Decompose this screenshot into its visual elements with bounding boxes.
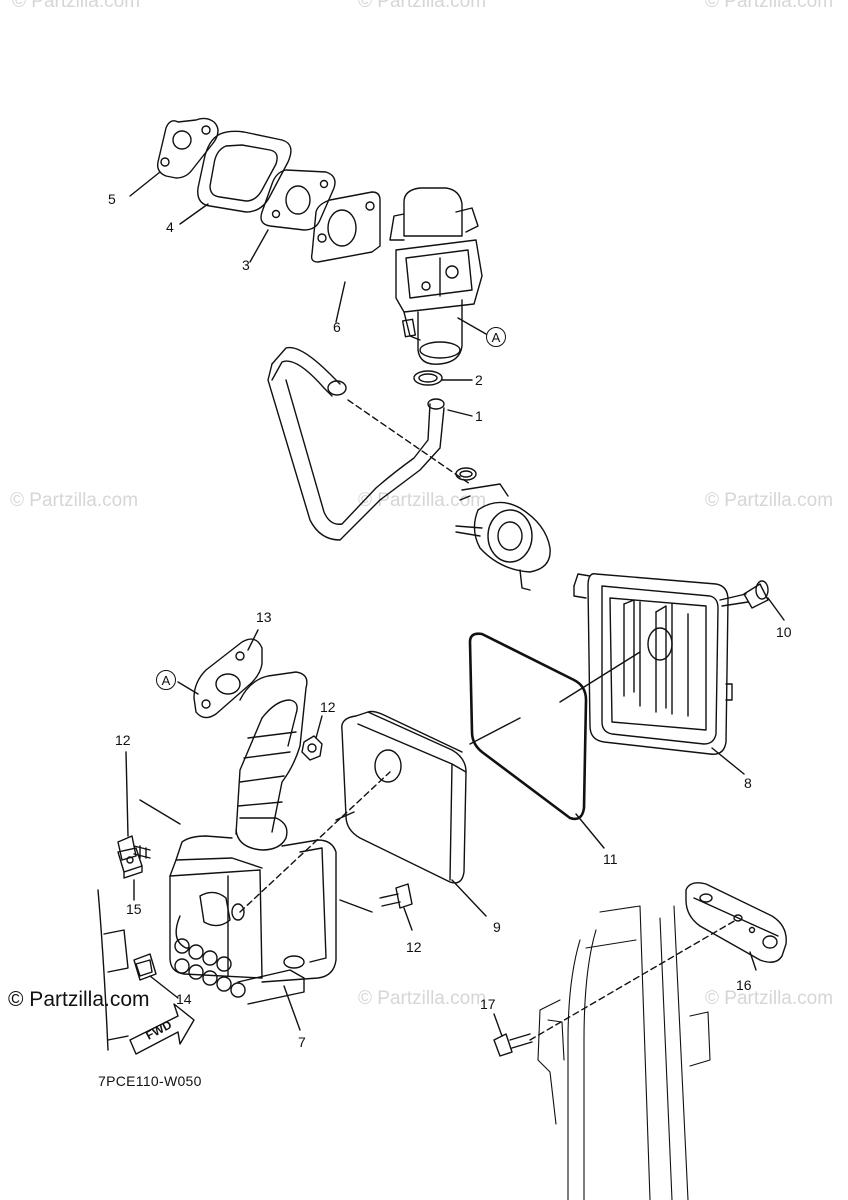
- part-14-gasket: [193, 638, 263, 719]
- leader-line: [493, 1013, 503, 1037]
- callout-15: 14: [176, 991, 192, 1007]
- leader-line: [315, 715, 323, 739]
- leader-line: [711, 747, 745, 775]
- leader-line: [335, 811, 355, 821]
- callout-13: 12: [320, 699, 336, 715]
- fuel-hose: [267, 346, 445, 541]
- leader-line: [149, 975, 179, 999]
- leader-line: [247, 629, 259, 651]
- part-18-bolt: [493, 1033, 533, 1057]
- watermark: © Partzilla.com: [705, 0, 834, 12]
- part-12-bolt: [379, 883, 413, 909]
- callout-12: 12: [406, 939, 422, 955]
- callout-11: 11: [603, 851, 618, 867]
- callout-12: 12: [115, 732, 131, 748]
- part-11-filter-seal: [468, 632, 588, 821]
- callout-7: 7: [298, 1034, 306, 1050]
- watermark: © Partzilla.com: [10, 490, 139, 511]
- leader-line: [403, 907, 413, 931]
- engine-frame-left: [97, 889, 129, 1051]
- callout-10: 10: [776, 624, 792, 640]
- part-9-foam-element: [341, 710, 467, 884]
- watermark: © Partzilla.com: [12, 0, 141, 12]
- fuel-pump: [455, 483, 551, 591]
- callout-14: 13: [256, 609, 272, 625]
- leader-line: [447, 409, 473, 417]
- leader-line: [283, 985, 301, 1031]
- fwd-arrow-icon: [129, 1003, 195, 1055]
- watermark: © Partzilla.com: [705, 988, 834, 1009]
- leader-line: [239, 771, 391, 913]
- leader-line: [177, 681, 199, 695]
- leader-line: [559, 651, 641, 703]
- leader-line: [339, 899, 373, 913]
- callout-18: 17: [480, 996, 496, 1012]
- callout-16: 15: [126, 901, 142, 917]
- callout-8: 8: [744, 775, 752, 791]
- part-10-bolt: [719, 580, 769, 609]
- leader-line: [767, 597, 785, 621]
- part-17-bracket: [685, 882, 787, 963]
- leader-line: [469, 717, 521, 745]
- hose-clip: [455, 467, 477, 481]
- partzilla-credit: © Partzilla.com: [8, 988, 150, 1011]
- leader-line: [139, 799, 181, 825]
- leader-line: [749, 951, 757, 971]
- part-8-filter-cover: [573, 573, 733, 755]
- part-15-grommet: [133, 953, 157, 981]
- leader-line: [529, 919, 737, 1041]
- part-4-seal: [197, 130, 292, 213]
- leader-line: [125, 751, 129, 837]
- leader-line: [129, 171, 161, 197]
- part-13-nut: [301, 735, 323, 761]
- leader-line: [457, 317, 487, 335]
- part-16-clip: [117, 847, 143, 879]
- part-5-gasket: [156, 117, 219, 179]
- callout-3: 3: [242, 257, 250, 273]
- watermark: © Partzilla.com: [358, 0, 487, 12]
- leader-line: [179, 203, 209, 225]
- part-7-air-box: [169, 671, 337, 1005]
- engine-frame-right: [537, 905, 711, 1200]
- part-12-bolt: [117, 835, 151, 861]
- callout-2: 2: [475, 372, 483, 388]
- watermark: © Partzilla.com: [705, 490, 834, 511]
- leader-line: [451, 879, 487, 917]
- carburetor: [389, 187, 483, 365]
- reference-mark-a: A: [486, 327, 506, 347]
- callout-1: 1: [475, 408, 483, 424]
- callout-9: 9: [493, 919, 501, 935]
- watermark: © Partzilla.com: [358, 988, 487, 1009]
- reference-mark-a: A: [156, 670, 176, 690]
- part-2-clip: [413, 370, 443, 386]
- diagram-code: 7PCE110-W050: [98, 1073, 202, 1089]
- callout-5: 5: [108, 191, 116, 207]
- callout-4: 4: [166, 219, 174, 235]
- leader-line: [249, 229, 269, 263]
- leader-line: [347, 399, 471, 485]
- callout-6: 6: [333, 319, 341, 335]
- part-3-gasket: [260, 169, 336, 231]
- leader-line: [575, 813, 605, 849]
- callout-17: 16: [736, 977, 752, 993]
- leader-line: [335, 281, 346, 323]
- part-6-gasket: [310, 191, 381, 263]
- watermark: © Partzilla.com: [358, 490, 487, 511]
